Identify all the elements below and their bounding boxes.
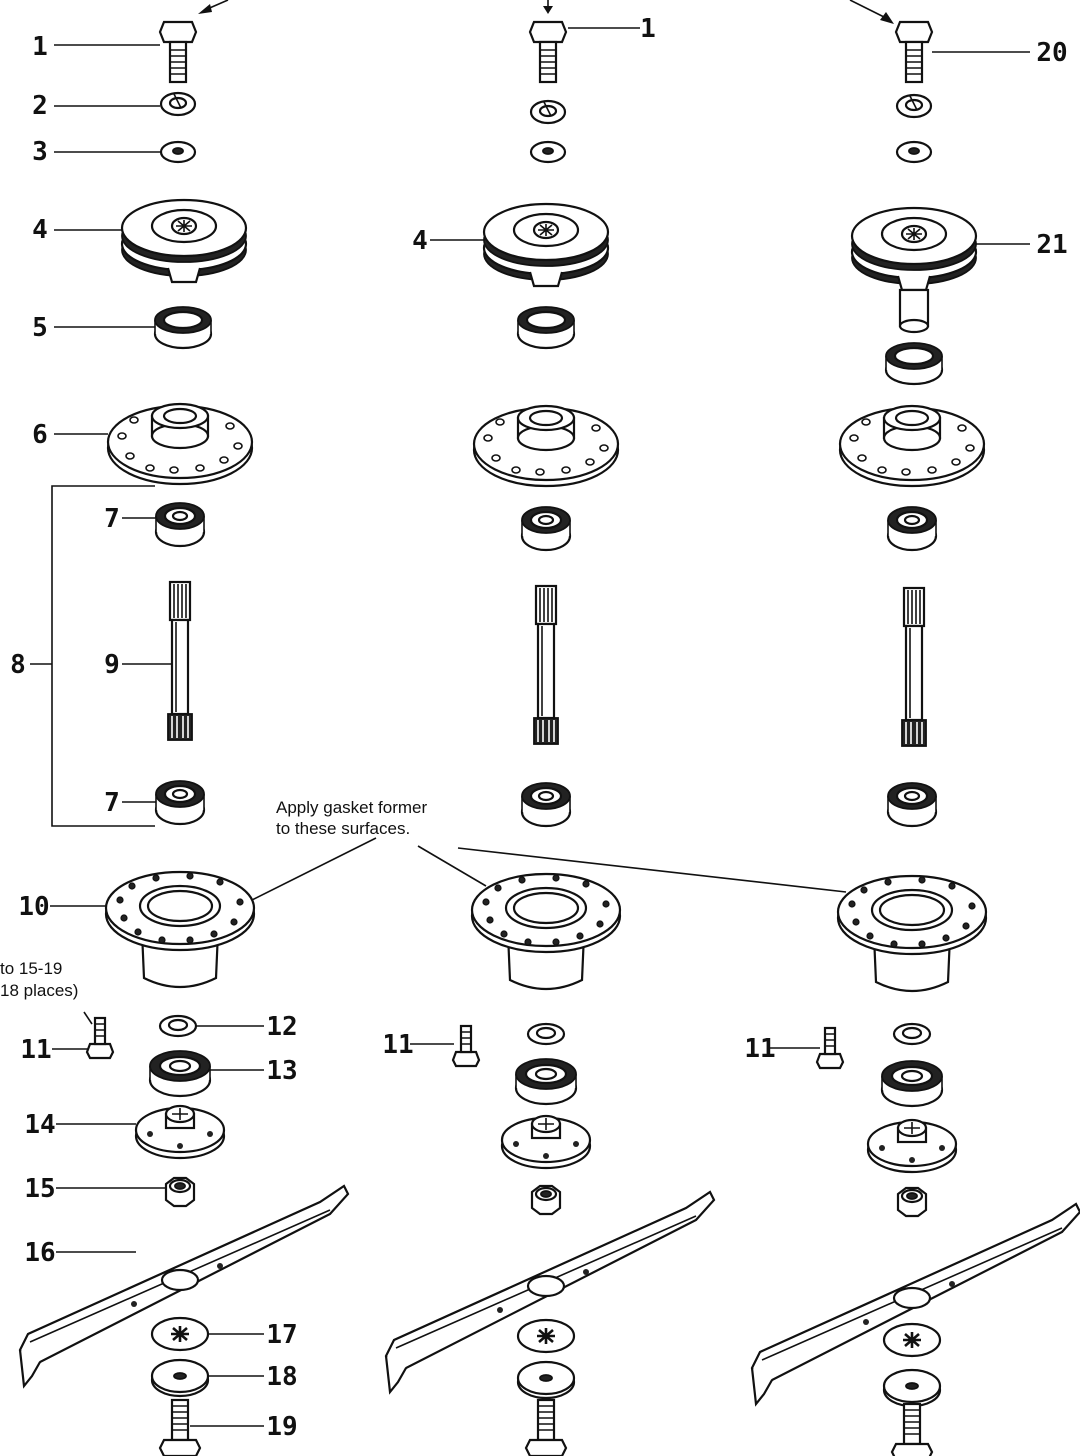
callout-16: 16 [24, 1238, 55, 1268]
spacer-nut [164, 1176, 196, 1208]
ball-bearing-lower [154, 779, 206, 826]
hex-bolt [894, 20, 934, 84]
spindle-shaft [900, 586, 928, 748]
spindle-pulley [482, 202, 610, 288]
lower-bearing [148, 1049, 212, 1098]
callout-6: 6 [32, 420, 48, 450]
callout-9: 9 [104, 650, 120, 680]
lower-spindle-housing [836, 874, 988, 993]
notes: Apply gasket former to these surfaces. t… [0, 798, 428, 1000]
callout-21: 21 [1036, 230, 1067, 260]
callout-2: 2 [32, 91, 48, 121]
blade-bolt [524, 1398, 568, 1456]
callout-17: 17 [266, 1320, 297, 1350]
pulley-extension [898, 288, 930, 334]
star-washer [882, 1322, 942, 1358]
spacer-nut [896, 1186, 928, 1218]
mower-blade [18, 1184, 350, 1388]
ball-bearing-upper [154, 501, 206, 548]
blade-bolt [158, 1398, 202, 1456]
upper-housing-plate [838, 404, 986, 488]
grease-seal [516, 305, 576, 350]
callout-4-center: 4 [412, 226, 428, 256]
star-washer [150, 1316, 210, 1352]
spacer-nut [530, 1184, 562, 1216]
callout-18: 18 [266, 1362, 297, 1392]
housing-bolt [451, 1024, 481, 1068]
callout-5: 5 [32, 313, 48, 343]
lower-spindle-housing [470, 872, 622, 991]
callout-numbers: 1 2 3 4 5 6 7 8 9 7 10 11 12 13 14 15 16… [10, 14, 1067, 1442]
callout-8: 8 [10, 650, 26, 680]
leader-lines [50, 27, 1030, 1427]
callout-10: 10 [18, 892, 49, 922]
spindle-pulley [120, 198, 248, 284]
flat-washer [529, 140, 567, 164]
hex-bolt [528, 20, 568, 84]
ball-bearing-lower [520, 781, 572, 828]
callout-19: 19 [266, 1412, 297, 1442]
ball-bearing-upper [520, 505, 572, 552]
lower-bearing [514, 1057, 578, 1106]
spacer-washer [158, 1014, 198, 1038]
grease-seal [153, 305, 213, 350]
lower-spindle-housing [104, 870, 256, 989]
callout-3: 3 [32, 137, 48, 167]
callout-15: 15 [24, 1174, 55, 1204]
lock-washer [529, 99, 567, 125]
spindle-assembly-right [750, 20, 1080, 1456]
callout-4: 4 [32, 215, 48, 245]
upper-housing-plate [472, 404, 620, 488]
spindle-shaft [532, 584, 560, 746]
gasket-note-line-2: to these surfaces. [276, 819, 410, 838]
housing-bolt [85, 1016, 115, 1060]
callout-13: 13 [266, 1056, 297, 1086]
callout-12: 12 [266, 1012, 297, 1042]
lower-bearing [880, 1059, 944, 1108]
housing-bolt [815, 1026, 845, 1070]
flat-washer [895, 140, 933, 164]
ball-bearing-lower [886, 781, 938, 828]
gasket-note-line-1: Apply gasket former [276, 798, 428, 817]
spindle-assembly-left [18, 20, 350, 1456]
callout-1-center: 1 [640, 14, 656, 44]
cup-washer [150, 1358, 210, 1398]
spacer-washer [526, 1022, 566, 1046]
spindle-shaft [166, 580, 194, 742]
spindle-assembly-center [384, 20, 716, 1456]
blade-hub [500, 1114, 592, 1170]
callout-1: 1 [32, 32, 48, 62]
callout-7-upper: 7 [104, 504, 120, 534]
hex-bolt [158, 20, 198, 84]
drive-pulley [850, 206, 978, 292]
ball-bearing-upper [886, 505, 938, 552]
star-washer [516, 1318, 576, 1354]
spacer-washer [892, 1022, 932, 1046]
blade-bolt [890, 1402, 934, 1456]
blade-hub [866, 1118, 958, 1174]
lock-washer [159, 91, 197, 117]
bearing-kit-bracket [30, 485, 155, 827]
callout-11-center: 11 [382, 1030, 413, 1060]
upper-housing-plate [106, 402, 254, 486]
grease-seal [884, 341, 944, 386]
cup-washer [882, 1368, 942, 1408]
callout-14: 14 [24, 1110, 55, 1140]
blade-hub [134, 1104, 226, 1160]
top-arrows [198, 0, 894, 24]
cup-washer [516, 1360, 576, 1400]
callout-7-lower: 7 [104, 788, 120, 818]
torque-note-line-2: 18 places) [0, 981, 78, 1000]
flat-washer [159, 140, 197, 164]
lock-washer [895, 93, 933, 119]
callout-11-right: 11 [744, 1034, 775, 1064]
callout-11-left: 11 [20, 1035, 51, 1065]
callout-20: 20 [1036, 38, 1067, 68]
torque-note-line-1: to 15-19 [0, 959, 62, 978]
